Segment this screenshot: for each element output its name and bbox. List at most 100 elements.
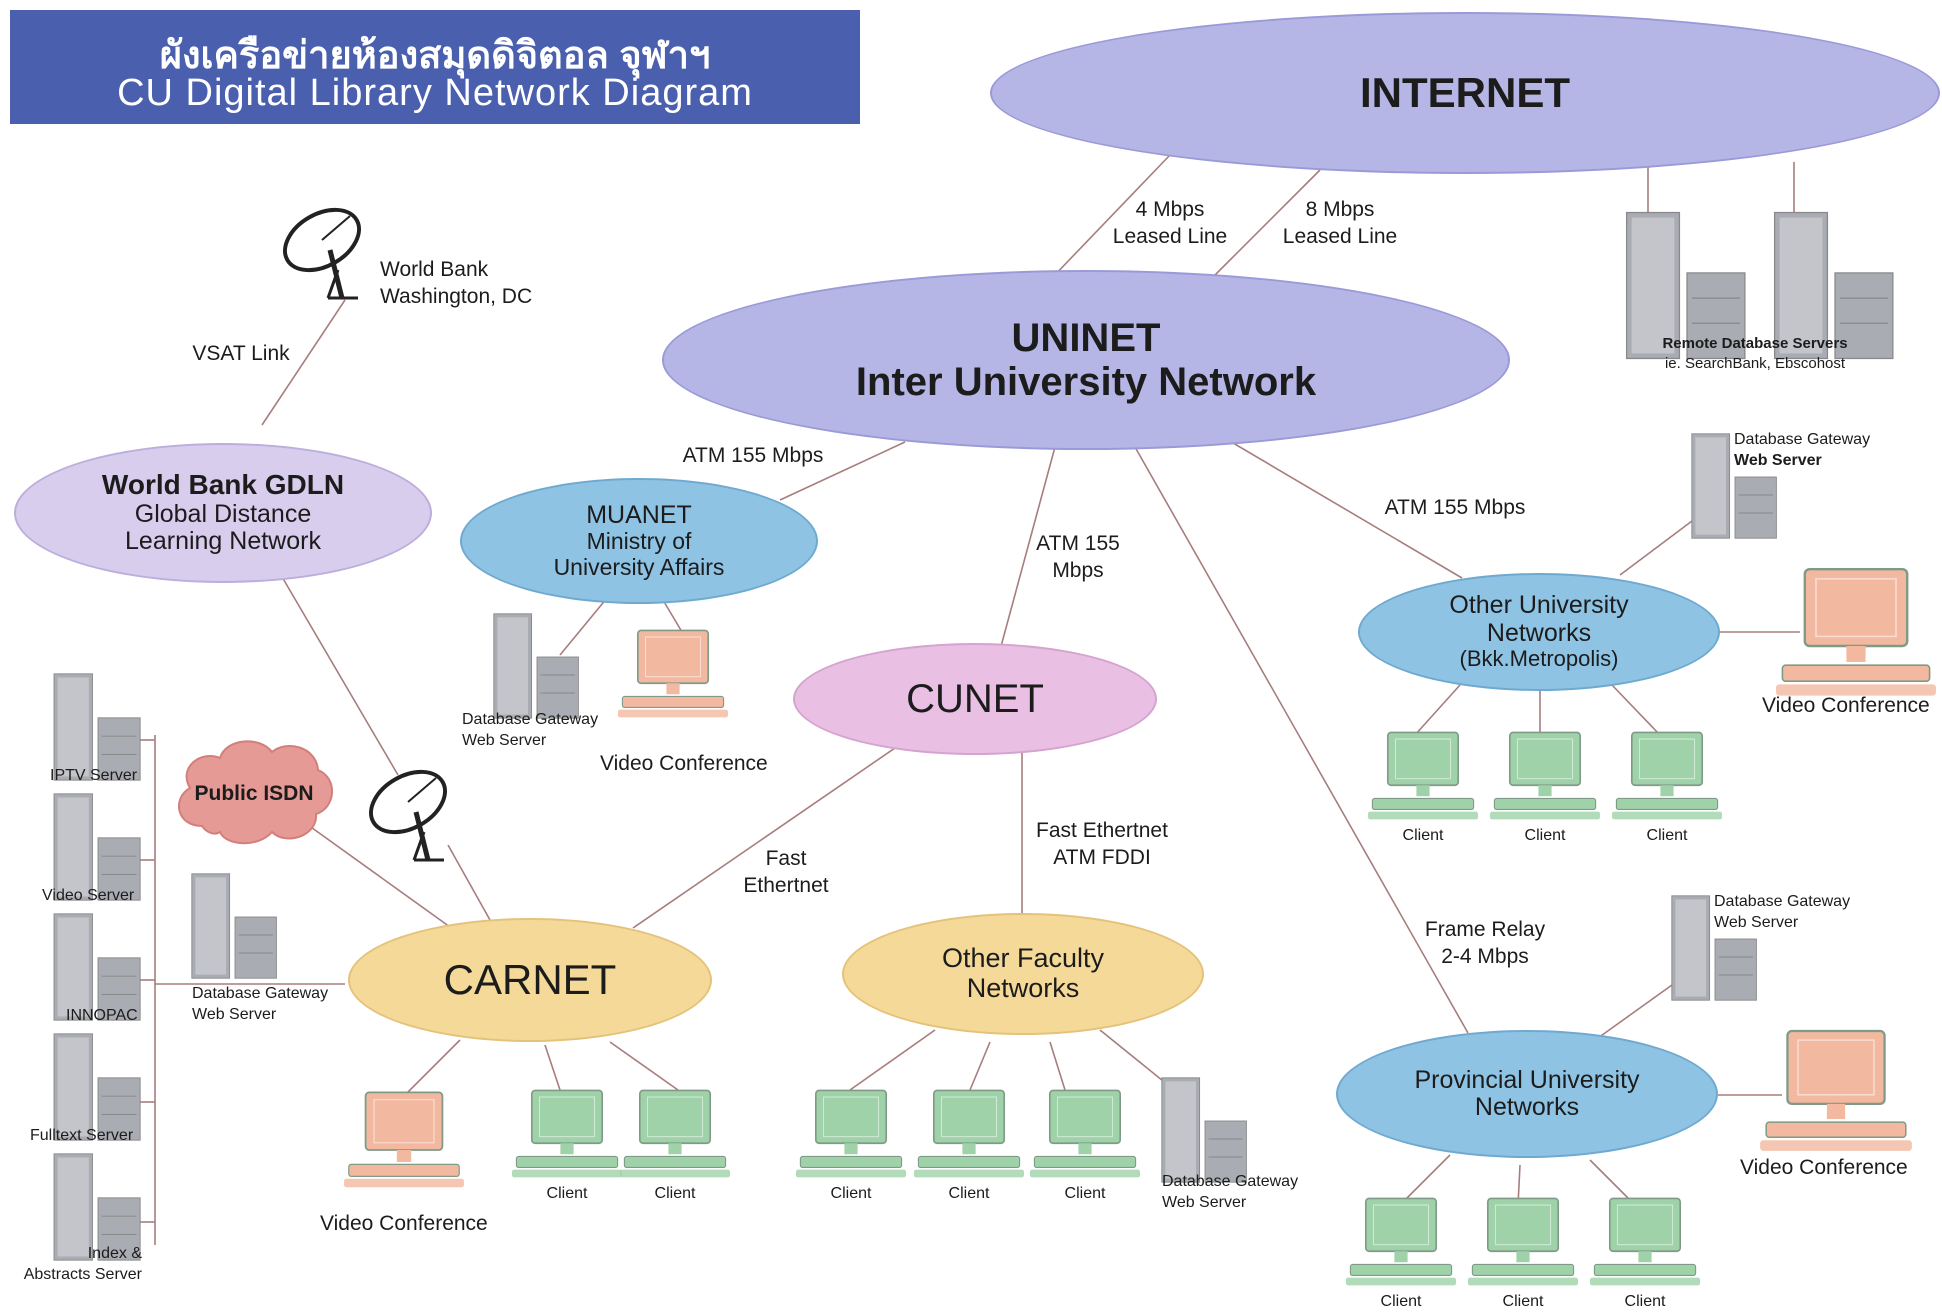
db-gateway-line2: Web Server xyxy=(1162,1193,1247,1211)
db-gateway-line1: Database Gateway xyxy=(192,985,329,1002)
fast-ethernet-1: Fast xyxy=(765,847,807,870)
db-gateway-server-icon xyxy=(1671,895,1757,1001)
link-muanet-db xyxy=(559,597,608,656)
link-label-fast-ethernet-atm: Fast Ethertnet ATM FDDI xyxy=(1022,817,1182,872)
client-pc-icon xyxy=(1468,1197,1578,1286)
link-label-internet-4mbps: 4 Mbps Leased Line xyxy=(1100,196,1240,251)
link-carnet-client-2 xyxy=(609,1041,679,1091)
fast-ethernet-atm-1: Fast Ethertnet xyxy=(1036,819,1168,842)
link-gdln-satellite xyxy=(277,569,399,776)
client-pc-icon xyxy=(1590,1197,1700,1286)
uninet-label-2: Inter University Network xyxy=(855,360,1317,404)
fast-ethernet-2: Ethertnet xyxy=(743,874,829,898)
client-pc-icon xyxy=(512,1089,622,1178)
link-faculty-client-2 xyxy=(969,1041,991,1091)
frame-relay-2: 2-4 Mbps xyxy=(1441,945,1529,969)
carnet-node: CARNET xyxy=(348,918,712,1042)
link-otheruniv-client-1 xyxy=(1414,684,1461,736)
link-label-vsat: VSAT Link xyxy=(192,342,290,365)
link-gdln-worldbank xyxy=(261,299,346,426)
index-line1: Index & xyxy=(87,1245,142,1262)
client-label: Client xyxy=(1380,1293,1422,1310)
innopac-label: INNOPAC xyxy=(66,1007,138,1024)
link-label-internet-8mbps: 8 Mbps Leased Line xyxy=(1270,196,1410,251)
title-english: CU Digital Library Network Diagram xyxy=(117,72,753,114)
link-carnet-satellite xyxy=(447,844,491,921)
link-faculty-db xyxy=(1099,1029,1169,1086)
world-bank-name: World Bank xyxy=(380,258,489,281)
client-label: Client xyxy=(1524,827,1566,844)
gdln-label-2: Global Distance xyxy=(134,499,312,528)
client-label: Client xyxy=(1624,1293,1666,1310)
remote-db-server-icon xyxy=(1625,211,1746,360)
link-otheruniv-db xyxy=(1619,514,1701,576)
client-label: Client xyxy=(1646,827,1688,844)
other-univ-label-1: Other University xyxy=(1449,591,1629,620)
uninet-node: UNINET Inter University Network xyxy=(662,270,1510,450)
db-gateway-line1: Database Gateway xyxy=(1162,1173,1299,1190)
gdln-label-3: Learning Network xyxy=(125,527,321,556)
video-conference-label-other-univ: Video Conference xyxy=(1762,694,1930,717)
client-pc-icon xyxy=(914,1089,1024,1178)
db-gateway-line2: Web Server xyxy=(1734,451,1822,469)
fulltext-server-label: Fulltext Server xyxy=(30,1127,134,1144)
fulltext-server-icon xyxy=(53,1033,141,1141)
client-pc-icon xyxy=(796,1089,906,1178)
carnet-label: CARNET xyxy=(443,955,617,1003)
gdln-node: World Bank GDLN Global Distance Learning… xyxy=(14,443,432,583)
other-univ-label-3: (Bkk.Metropolis) xyxy=(1459,646,1619,672)
uninet-label-1: UNINET xyxy=(1011,316,1161,360)
internet-label: INTERNET xyxy=(1360,68,1570,116)
muanet-node: MUANET Ministry of University Affairs xyxy=(460,478,818,604)
video-conference-pc-icon xyxy=(1760,1029,1912,1151)
link-label-frame-relay: Frame Relay 2-4 Mbps xyxy=(1410,916,1560,971)
link-8mbps-type: Leased Line xyxy=(1282,225,1398,249)
link-8mbps-speed: 8 Mbps xyxy=(1305,198,1375,221)
db-gateway-server-icon xyxy=(191,873,277,979)
gdln-label-1: World Bank GDLN xyxy=(101,469,345,501)
client-pc-icon xyxy=(1490,731,1600,820)
db-gateway-label-faculty: Database Gateway Web Server xyxy=(1162,1172,1298,1214)
other-univ-label-2: Networks xyxy=(1486,618,1592,647)
cunet-node: CUNET xyxy=(793,643,1157,755)
link-muanet-video xyxy=(662,599,683,633)
client-label: Client xyxy=(1402,827,1444,844)
client-label: Client xyxy=(1064,1185,1106,1202)
link-provincial-client-3 xyxy=(1589,1159,1636,1206)
other-faculty-label-1: Other Faculty xyxy=(941,943,1105,974)
link-carnet-client-1 xyxy=(544,1044,561,1091)
db-gateway-label-muanet: Database Gateway Web Server xyxy=(462,710,598,752)
link-4mbps-type: Leased Line xyxy=(1112,225,1228,249)
link-label-atm-other-univ: ATM 155 Mbps xyxy=(1384,496,1526,519)
link-otheruniv-client-3 xyxy=(1611,684,1661,736)
muanet-label-3: University Affairs xyxy=(553,553,725,580)
db-gateway-server-icon xyxy=(493,613,579,719)
link-internet-uninet-4mbps xyxy=(1049,154,1171,281)
db-gateway-line1: Database Gateway xyxy=(1734,431,1871,448)
remote-db-examples: ie. SearchBank, Ebscohost xyxy=(1664,354,1846,372)
satellite-dish-icon xyxy=(369,769,447,862)
link-carnet-video xyxy=(404,1039,461,1096)
provincial-label-1: Provincial University xyxy=(1414,1065,1640,1094)
db-gateway-line2: Web Server xyxy=(192,1005,277,1023)
muanet-label-1: MUANET xyxy=(586,500,692,529)
cunet-label: CUNET xyxy=(906,677,1044,721)
db-gateway-label-provincial: Database Gateway Web Server xyxy=(1714,892,1850,934)
remote-db-server-icon xyxy=(1773,211,1894,360)
link-label-atm-muanet: ATM 155 Mbps xyxy=(682,444,824,467)
other-faculty-node: Other Faculty Networks xyxy=(842,913,1204,1035)
video-conference-pc-icon xyxy=(344,1091,464,1188)
video-conference-label-provincial: Video Conference xyxy=(1740,1156,1908,1179)
db-gateway-line2: Web Server xyxy=(1714,913,1799,931)
video-server-label: Video Server xyxy=(42,887,135,904)
world-bank-city: Washington, DC xyxy=(380,285,533,309)
diagram-title: ผังเครือข่ายห้องสมุดดิจิตอล จุฬาฯ CU Dig… xyxy=(10,10,860,124)
client-label: Client xyxy=(1502,1293,1544,1310)
db-gateway-line1: Database Gateway xyxy=(1714,893,1851,910)
other-univ-node: Other University Networks (Bkk.Metropoli… xyxy=(1358,573,1720,691)
db-gateway-server-icon xyxy=(1161,1077,1247,1183)
db-gateway-line1: Database Gateway xyxy=(462,711,599,728)
public-isdn-cloud xyxy=(178,740,333,845)
